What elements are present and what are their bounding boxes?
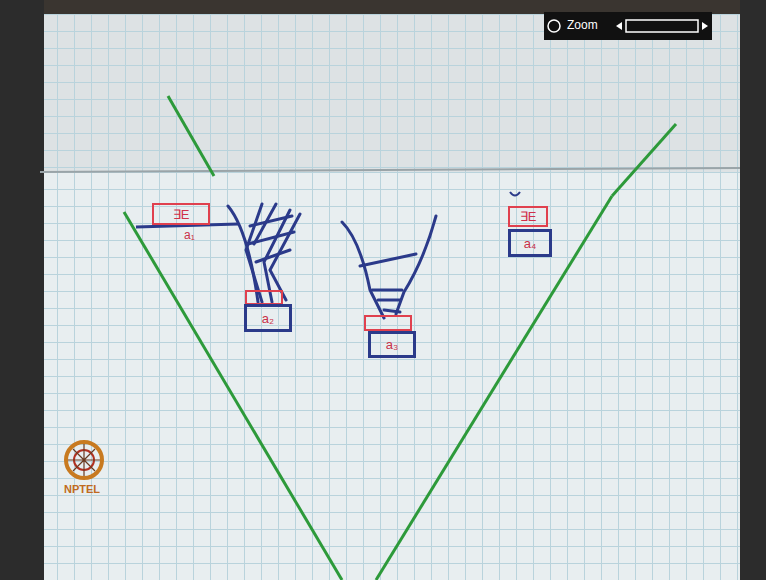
- element-label: a₁: [184, 229, 195, 241]
- node-text: a₃: [386, 338, 399, 351]
- zoom-arrow: [616, 22, 622, 30]
- zoom-arrow: [702, 22, 708, 30]
- node-text: a₂: [262, 312, 274, 325]
- logo-text: NPTEL: [64, 484, 100, 495]
- scribble: [342, 216, 436, 318]
- top-frame: [0, 0, 766, 14]
- mark: [510, 192, 520, 196]
- empty-box: [246, 291, 282, 304]
- nptel-logo: [66, 442, 102, 478]
- exists-box: ∃E: [508, 206, 548, 227]
- zoom-bar: [544, 12, 712, 40]
- exists-box: ∃E: [152, 203, 210, 225]
- scribble: [228, 204, 300, 302]
- node-text: ∃E: [520, 210, 537, 223]
- element-box: a₂: [244, 304, 292, 332]
- front-sheet: [40, 172, 740, 580]
- node-text: ∃E: [173, 208, 190, 221]
- left-frame: [0, 0, 44, 580]
- green-line: [124, 212, 342, 580]
- right-frame: [740, 0, 766, 580]
- empty-box: [365, 316, 411, 330]
- zoom-text: Zoom: [567, 19, 598, 31]
- green-line: [612, 124, 676, 196]
- node-text: a₄: [524, 237, 537, 250]
- element-box: a₄: [508, 229, 552, 257]
- zoom-icon: [548, 20, 560, 32]
- zoom-slider: [626, 20, 698, 32]
- green-line: [168, 96, 214, 176]
- element-box: a₃: [368, 331, 416, 358]
